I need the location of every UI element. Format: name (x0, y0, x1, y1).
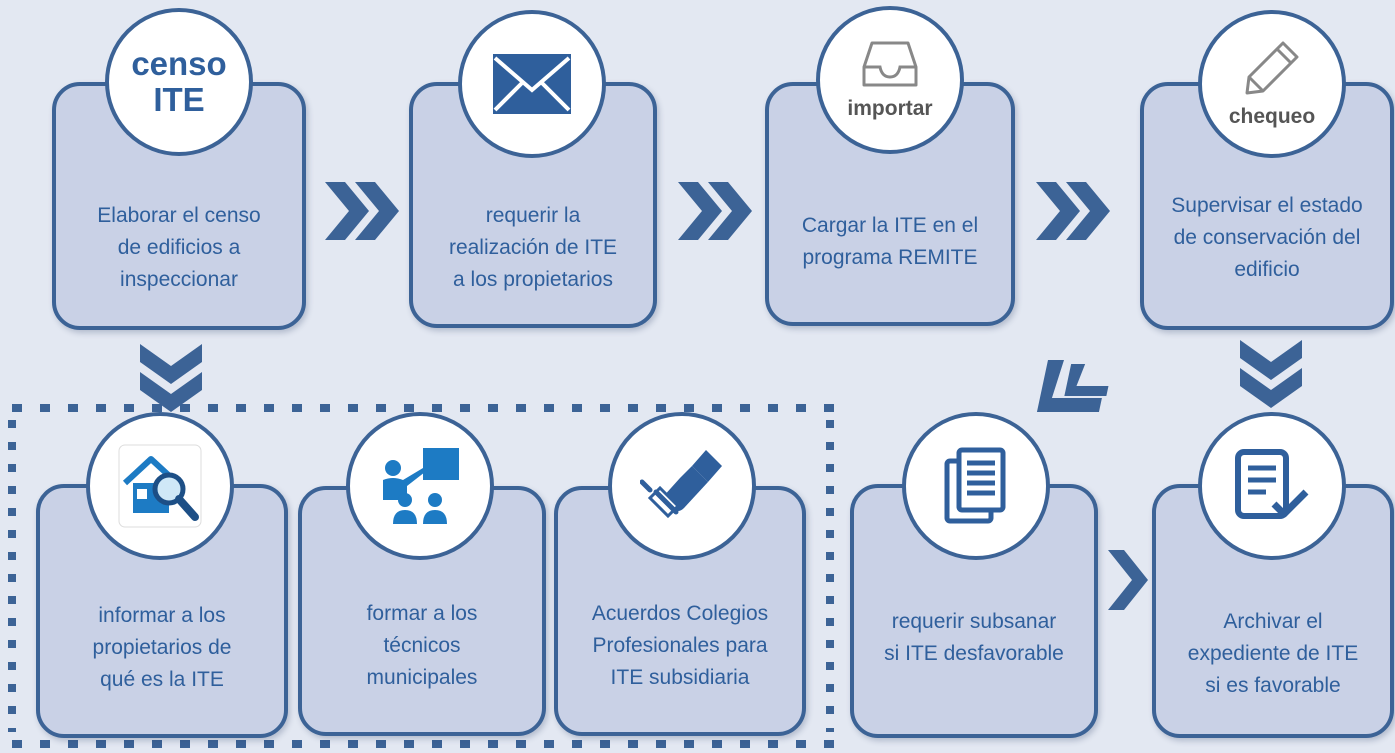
chevron-right-icon (1108, 550, 1148, 610)
chevron-down-left-icon (1036, 360, 1109, 412)
circle-formar (346, 412, 494, 560)
chevron-right-icon (1036, 182, 1110, 240)
group-frame-bottom (12, 740, 834, 748)
group-frame-left (8, 420, 16, 732)
pencil-icon (1245, 41, 1299, 95)
card-requerir-text: requerir la realización de ITE a los pro… (448, 204, 618, 291)
circle-chequeo: chequeo (1198, 10, 1346, 158)
card-censo-text: Elaborar el censo de edificios a inspecc… (97, 204, 261, 291)
chevron-down-icon (1240, 340, 1302, 408)
circle-requerir (458, 10, 606, 158)
chevron-down-icon (140, 344, 202, 412)
card-subsanar-text: requerir subsanar si ITE desfavorable (884, 610, 1064, 665)
handshake-icon (640, 450, 722, 519)
checklist-icon (1235, 449, 1309, 519)
importar-label: importar (847, 97, 933, 120)
chevron-right-icon (325, 182, 399, 240)
card-chequeo-text: Supervisar el estado de conservación del… (1171, 194, 1363, 281)
card-requerir: requerir la realización de ITE a los pro… (409, 82, 657, 328)
card-archivar-text: Archivar el expediente de ITE si es favo… (1187, 610, 1359, 697)
card-formar-text: formar a los técnicos municipales (366, 602, 478, 689)
chequeo-label: chequeo (1228, 105, 1316, 128)
card-informar-text: informar a los propietarios de qué es la… (92, 604, 232, 691)
circle-importar: importar (816, 6, 964, 154)
documents-icon (944, 447, 1006, 524)
group-frame-right (826, 420, 834, 732)
chevron-right-icon (678, 182, 752, 240)
inbox-tray-icon (862, 41, 918, 87)
group-frame-top (12, 404, 834, 412)
censo-label: censo (131, 45, 227, 82)
circle-informar (86, 412, 234, 560)
ite-label: ITE (153, 81, 205, 118)
house-search-icon (118, 444, 202, 528)
circle-acuerdos (608, 412, 756, 560)
circle-censo: censo ITE (105, 8, 253, 156)
card-importar-text: Cargar la ITE en el programa REMITE (801, 214, 979, 269)
circle-archivar (1198, 412, 1346, 560)
envelope-icon (493, 54, 571, 114)
card-subsanar: requerir subsanar si ITE desfavorable (850, 484, 1098, 738)
teacher-board-icon (383, 448, 459, 524)
circle-subsanar (902, 412, 1050, 560)
card-acuerdos-text: Acuerdos Colegios Profesionales para ITE… (591, 602, 769, 689)
